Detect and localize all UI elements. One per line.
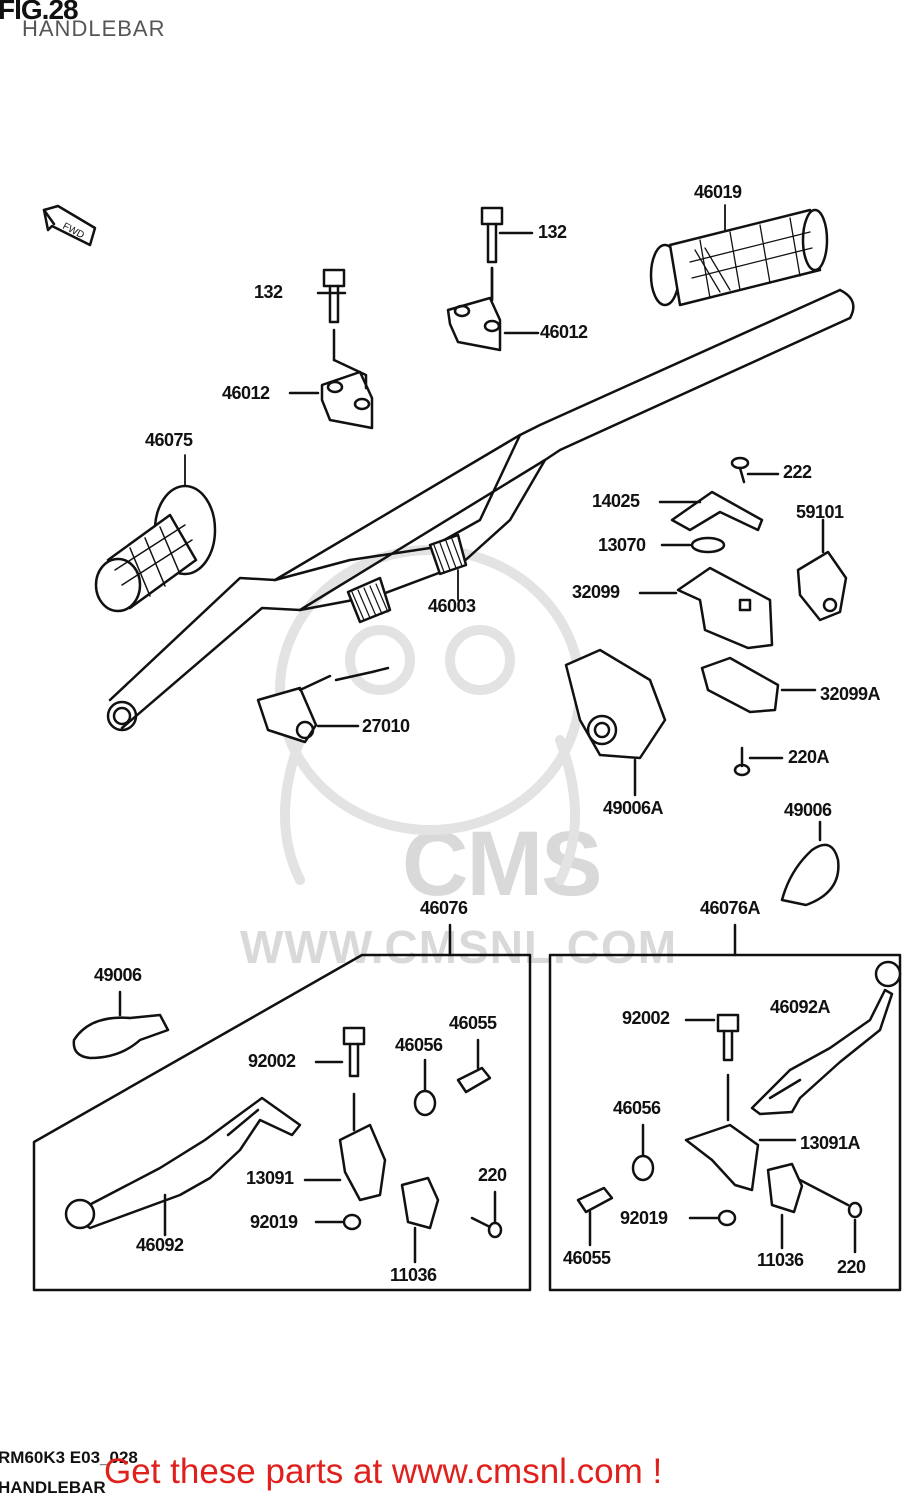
- figure-subtitle: HANDLEBAR: [22, 16, 166, 41]
- screw-220-left: [470, 1190, 503, 1239]
- label-46076A: 46076A: [700, 898, 761, 918]
- label-46056-right: 46056: [613, 1098, 661, 1118]
- label-92002-left: 92002: [248, 1051, 296, 1071]
- clamp-46012-right: [446, 266, 540, 352]
- label-13091A: 13091A: [800, 1133, 861, 1153]
- label-46003: 46003: [428, 596, 476, 616]
- nut-46056-left: [413, 1058, 437, 1117]
- label-46092A: 46092A: [770, 997, 831, 1017]
- lever-46092A: [750, 960, 902, 1116]
- boot-49006-left: [72, 990, 170, 1060]
- label-220A: 220A: [788, 747, 830, 767]
- figure-code: RM60K3 E03_028: [0, 1448, 138, 1467]
- label-32099: 32099: [572, 582, 620, 602]
- bolt-132-right: [480, 206, 534, 302]
- screw-222: [730, 456, 780, 484]
- label-46055-right: 46055: [563, 1248, 611, 1268]
- label-46076: 46076: [420, 898, 468, 918]
- promo-link[interactable]: Get these parts at www.cmsnl.com !: [104, 1452, 663, 1491]
- label-14025: 14025: [592, 491, 640, 511]
- boot-49006-right: [780, 820, 840, 907]
- switch-59101: [796, 518, 848, 622]
- screw-220-right: [798, 1178, 863, 1254]
- left-lever-box: [32, 923, 532, 1292]
- ring-13070: [660, 536, 726, 554]
- right-lever-box: [548, 923, 902, 1292]
- cable-guide-14025: [658, 490, 764, 532]
- label-132-left: 132: [254, 282, 283, 302]
- label-46012-right: 46012: [540, 322, 588, 342]
- nut-92019-right: [688, 1209, 737, 1227]
- label-46092: 46092: [136, 1235, 184, 1255]
- label-46055-left: 46055: [449, 1013, 497, 1033]
- label-13070: 13070: [598, 535, 646, 555]
- screw-220A: [733, 746, 784, 777]
- label-92019-left: 92019: [250, 1212, 298, 1232]
- clamp-11036-left: [400, 1176, 440, 1264]
- engine-stop-switch: [256, 666, 390, 744]
- left-grip: [94, 484, 217, 613]
- label-11036-left: 11036: [390, 1265, 437, 1285]
- adjuster-46055-right: [576, 1186, 614, 1247]
- throttle-cap-32099A: [700, 656, 817, 714]
- bolt-92002-right: [684, 1013, 740, 1122]
- label-13091: 13091: [246, 1168, 294, 1188]
- label-46019: 46019: [694, 182, 742, 202]
- bracket-13091: [303, 1123, 387, 1202]
- label-92002-right: 92002: [622, 1008, 670, 1028]
- throttle-housing-32099: [638, 566, 774, 650]
- nut-92019-left: [314, 1213, 362, 1231]
- lever-46092: [64, 1096, 302, 1237]
- label-59101: 59101: [796, 502, 844, 522]
- label-11036-right: 11036: [757, 1250, 804, 1270]
- label-132-right: 132: [538, 222, 567, 242]
- label-46056-left: 46056: [395, 1035, 443, 1055]
- footer-subtitle: HANDLEBAR: [0, 1478, 106, 1497]
- bolt-132-left: [316, 268, 347, 362]
- label-27010: 27010: [362, 716, 410, 736]
- label-220-left: 220: [478, 1165, 507, 1185]
- label-92019-right: 92019: [620, 1208, 668, 1228]
- watermark-url: WWW.CMSNL.COM: [240, 921, 678, 973]
- label-49006-left: 49006: [94, 965, 142, 985]
- label-46012-left: 46012: [222, 383, 270, 403]
- clamp-11036-right: [766, 1162, 804, 1250]
- label-46075: 46075: [145, 430, 193, 450]
- nut-46056-right: [631, 1123, 655, 1182]
- figure-title: FIG.28: [0, 0, 79, 25]
- adjuster-46055-left: [456, 1038, 492, 1094]
- label-222: 222: [783, 462, 812, 482]
- label-32099A: 32099A: [820, 684, 881, 704]
- fwd-arrow-icon: FWD: [42, 204, 97, 247]
- right-grip: [649, 208, 829, 307]
- leader-lines: [184, 204, 726, 601]
- label-220-right: 220: [837, 1257, 866, 1277]
- throttle-body-49006A: [564, 648, 667, 797]
- clamp-46012-left: [288, 358, 374, 430]
- bolt-92002-left: [314, 1026, 366, 1132]
- label-49006A: 49006A: [603, 798, 664, 818]
- handlebar-tube: [106, 288, 855, 732]
- label-49006-right: 49006: [784, 800, 832, 820]
- bracket-13091A: [684, 1123, 797, 1192]
